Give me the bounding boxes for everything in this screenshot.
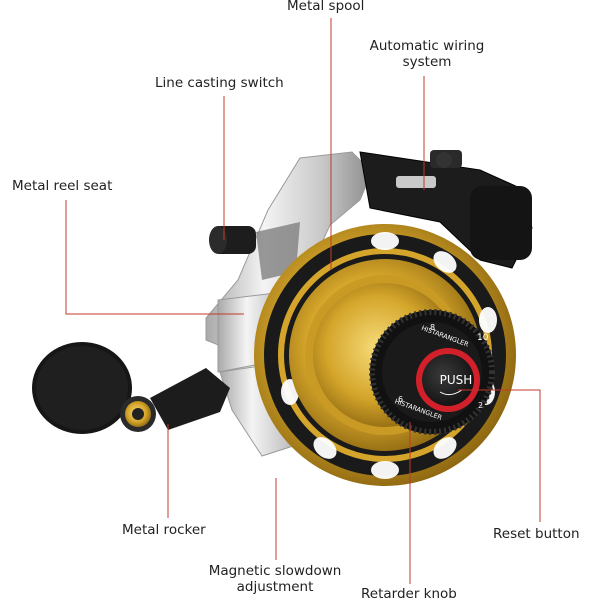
dial-number-10: 10 [477, 333, 489, 343]
reset-button-graphic: PUSH [416, 348, 480, 412]
label-automatic-wiring-line1: Automatic wiring [369, 38, 485, 54]
line-casting-switch [209, 226, 256, 254]
label-line-casting-switch: Line casting switch [155, 75, 284, 91]
label-reset-button: Reset button [493, 526, 580, 542]
metal-rocker [32, 342, 230, 434]
label-retarder-knob: Retarder knob [361, 586, 457, 600]
label-magnetic-slowdown-line1: Magnetic slowdown [208, 563, 342, 579]
label-metal-rocker: Metal rocker [122, 522, 206, 538]
label-automatic-wiring: Automatic wiring system [354, 38, 500, 70]
automatic-wiring-system [359, 150, 533, 269]
label-magnetic-slowdown-line2: adjustment [236, 579, 314, 595]
label-automatic-wiring-line2: system [402, 54, 452, 70]
dial-number-8: 8 [430, 323, 435, 332]
label-magnetic-slowdown: Magnetic slowdown adjustment [200, 563, 350, 595]
label-metal-reel-seat: Metal reel seat [12, 178, 113, 194]
push-text: PUSH [440, 373, 473, 387]
dial-number-6: 6 [398, 395, 403, 404]
label-metal-spool: Metal spool [287, 0, 365, 14]
leader-reset-button [458, 389, 541, 522]
leader-metal-reel-seat [65, 200, 244, 315]
dial-number-2: 2 [478, 401, 483, 410]
